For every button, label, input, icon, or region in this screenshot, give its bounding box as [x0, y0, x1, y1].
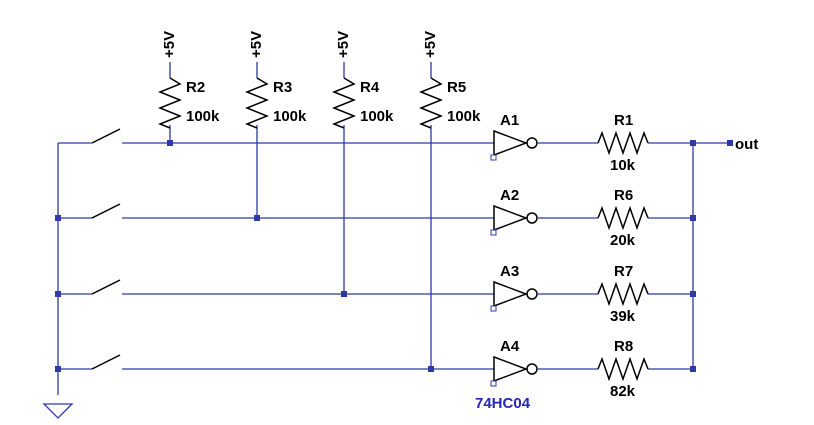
- switch-2[interactable]: [91, 203, 121, 219]
- series-resistor-r7: R7 39k: [597, 263, 649, 325]
- resistor-ref: R6: [614, 187, 633, 204]
- supply-label: +5V: [161, 31, 178, 58]
- switch-1[interactable]: [91, 128, 121, 144]
- switches: [91, 128, 121, 370]
- pullup-resistor-r2: +5V R2 100k: [157, 31, 220, 129]
- junction-dot: [690, 366, 696, 372]
- supply-label: +5V: [248, 31, 265, 58]
- junction-dot: [690, 215, 696, 221]
- supply-label: +5V: [422, 31, 439, 58]
- resistor-value: 100k: [273, 108, 307, 125]
- junction-dot: [690, 291, 696, 297]
- output-terminal: [727, 140, 733, 146]
- switch-4[interactable]: [91, 354, 121, 370]
- junction-dot: [55, 215, 61, 221]
- inverter-ref: A4: [500, 338, 520, 355]
- inverter-ref: A3: [500, 263, 519, 280]
- inverter-a4: A4: [490, 338, 538, 387]
- resistor-value: 100k: [360, 108, 394, 125]
- junction-dot: [428, 366, 434, 372]
- resistor-ref: R3: [273, 79, 292, 96]
- resistor-value: 100k: [186, 108, 220, 125]
- ground-symbol: [42, 403, 74, 419]
- pullup-resistor-r5: +5V R5 100k: [418, 31, 481, 129]
- inverter-ref: A2: [500, 187, 519, 204]
- junction-dot: [341, 291, 347, 297]
- junction-dot: [690, 140, 696, 146]
- part-number-label: 74HC04: [475, 395, 531, 412]
- junction-dot: [55, 291, 61, 297]
- resistor-ref: R5: [447, 79, 466, 96]
- resistor-ref: R4: [360, 79, 380, 96]
- series-resistor-r8: R8 82k: [597, 338, 649, 400]
- inverter-a3: A3: [490, 263, 538, 312]
- inverter-ref: A1: [500, 112, 519, 129]
- switch-3[interactable]: [91, 279, 121, 295]
- junction-dot: [167, 140, 173, 146]
- series-resistor-r1: R1 10k: [597, 112, 649, 174]
- junctions: [55, 140, 733, 372]
- junction-dot: [254, 215, 260, 221]
- resistor-value: 100k: [447, 108, 481, 125]
- resistor-ref: R7: [614, 263, 633, 280]
- junction-dot: [55, 366, 61, 372]
- resistor-value: 39k: [610, 308, 636, 325]
- supply-label: +5V: [335, 31, 352, 58]
- pullup-resistor-r3: +5V R3 100k: [244, 31, 307, 129]
- resistor-value: 10k: [610, 157, 636, 174]
- resistor-ref: R1: [614, 112, 633, 129]
- resistor-value: 82k: [610, 383, 636, 400]
- output-label: out: [735, 136, 758, 153]
- inverter-a2: A2: [490, 187, 538, 236]
- wiring: [57, 125, 730, 395]
- resistor-ref: R2: [186, 79, 205, 96]
- inverter-a1: A1: [490, 112, 538, 161]
- resistor-value: 20k: [610, 232, 636, 249]
- resistor-ref: R8: [614, 338, 633, 355]
- series-resistor-r6: R6 20k: [597, 187, 649, 249]
- pullup-resistor-r4: +5V R4 100k: [331, 31, 394, 129]
